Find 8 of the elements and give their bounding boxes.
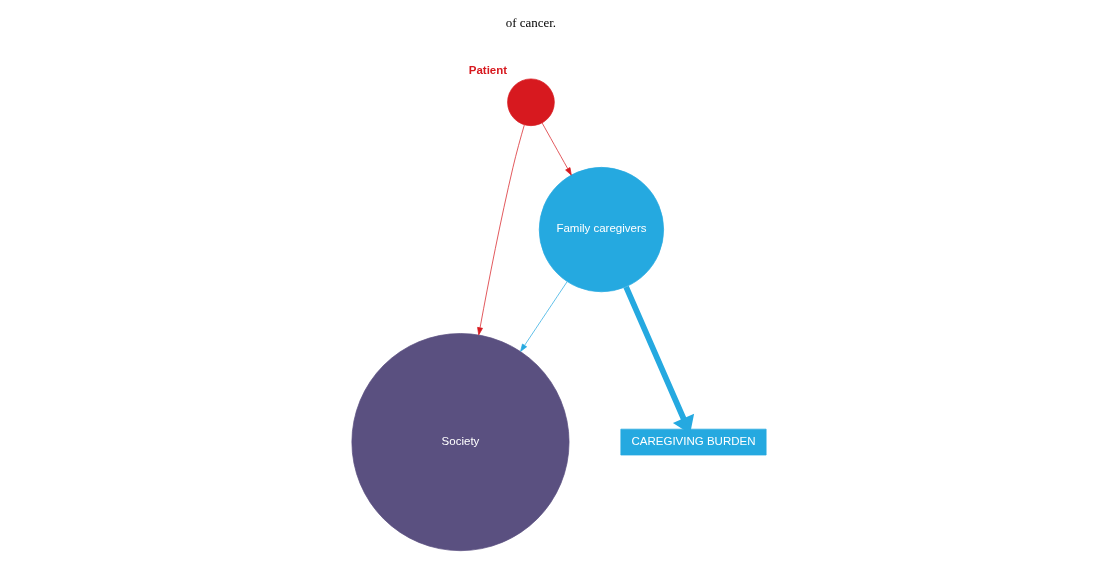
- node-circle: Society: [351, 333, 569, 552]
- arrow: [541, 122, 572, 176]
- arrow: [476, 124, 525, 336]
- label: of cancer.: [505, 15, 556, 31]
- node-box: CAREGIVING BURDEN: [620, 428, 766, 456]
- arrow: [519, 281, 567, 352]
- node-circle: [506, 78, 555, 126]
- node-label: Patient: [468, 64, 507, 77]
